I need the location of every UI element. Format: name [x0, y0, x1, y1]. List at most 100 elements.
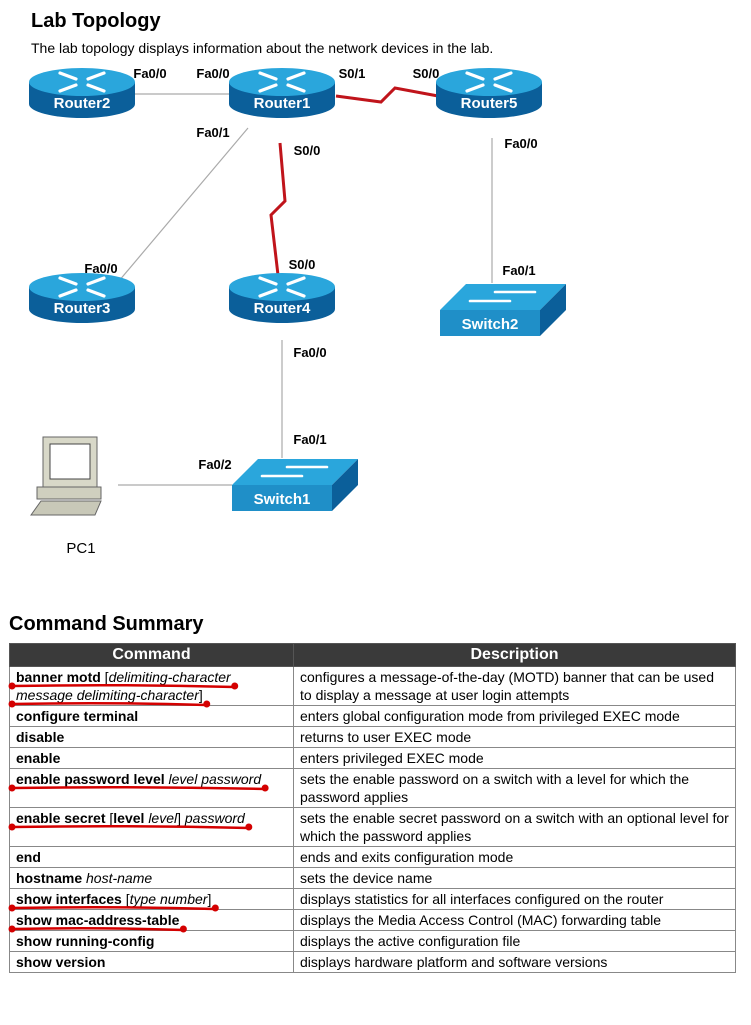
description-cell: displays the Media Access Control (MAC) … — [293, 909, 736, 931]
router-r4-icon: Router4 — [229, 273, 335, 323]
table-row: disable returns to user EXEC mode — [9, 726, 736, 748]
router-r3-icon: Router3 — [29, 273, 135, 323]
interface-label-s1: Fa0/1 — [293, 432, 326, 447]
description-cell: enters privileged EXEC mode — [293, 747, 736, 769]
router-r1-icon: Router1 — [229, 68, 335, 118]
description-cell: configures a message-of-the-day (MOTD) b… — [293, 666, 736, 706]
command-text: enable password level — [16, 771, 165, 787]
table-row: configure terminal enters global configur… — [9, 705, 736, 727]
pc-pc1-icon: PC1 — [30, 436, 102, 557]
switch-s1-icon: Switch1 — [232, 459, 358, 511]
command-text: level — [148, 810, 178, 826]
command-cell: show mac-address-table — [9, 909, 294, 931]
description-column-header: Description — [293, 643, 736, 667]
router-r2-icon: Router2 — [29, 68, 135, 118]
command-text: [ — [105, 810, 114, 826]
command-text: delimiting-character message delimiting-… — [16, 669, 231, 703]
command-text: host-name — [86, 870, 153, 886]
command-text: ] — [198, 687, 203, 703]
command-cell: enable — [9, 747, 294, 769]
interface-label-r2: Fa0/0 — [133, 66, 166, 81]
command-text: banner motd — [16, 669, 101, 685]
interface-label-r1: Fa0/1 — [196, 125, 229, 140]
interface-label-r3: Fa0/0 — [84, 261, 117, 276]
command-cell: end — [9, 846, 294, 868]
description-cell: displays statistics for all interfaces c… — [293, 888, 736, 910]
serial-link-r1-r5 — [335, 86, 439, 104]
command-text: [ — [121, 891, 130, 907]
command-cell: enable password level level password — [9, 768, 294, 808]
command-text: configure terminal — [16, 708, 139, 724]
command-cell: disable — [9, 726, 294, 748]
command-text: show running-config — [16, 933, 155, 949]
switch-s1-label: Switch1 — [254, 491, 311, 508]
command-cell: show running-config — [9, 930, 294, 952]
table-row: show version displays hardware platform a… — [9, 951, 736, 973]
command-text: level password — [168, 771, 262, 787]
command-cell: configure terminal — [9, 705, 294, 727]
command-text: enable secret — [16, 810, 106, 826]
switch-s2-label: Switch2 — [462, 316, 519, 333]
command-text: ] — [207, 891, 212, 907]
interface-label-r4: Fa0/0 — [293, 345, 326, 360]
router-r2-label: Router2 — [54, 95, 111, 112]
command-text: show mac-address-table — [16, 912, 180, 928]
router-r3-label: Router3 — [54, 300, 111, 317]
command-text: hostname — [16, 870, 83, 886]
switch-s2-icon: Switch2 — [440, 284, 566, 336]
interface-label-r5: Fa0/0 — [504, 136, 537, 151]
interface-label-r1: S0/0 — [294, 143, 321, 158]
description-cell: sets the device name — [293, 867, 736, 889]
command-summary-table: Command Description banner motd [delimit… — [9, 643, 736, 973]
description-cell: returns to user EXEC mode — [293, 726, 736, 748]
command-text: level — [113, 810, 145, 826]
description-cell: sets the enable password on a switch wit… — [293, 768, 736, 808]
page-subtitle: The lab topology displays information ab… — [31, 40, 494, 56]
description-cell: sets the enable secret password on a swi… — [293, 807, 736, 847]
interface-label-s2: Fa0/1 — [502, 263, 535, 278]
interface-label-r1: S0/1 — [339, 66, 366, 81]
interface-label-r1: Fa0/0 — [196, 66, 229, 81]
table-row: show running-config displays the active c… — [9, 930, 736, 952]
table-header-row: Command Description — [9, 643, 736, 667]
router-r5-icon: Router5 — [436, 68, 542, 118]
command-text: show version — [16, 954, 106, 970]
description-cell: ends and exits configuration mode — [293, 846, 736, 868]
command-cell: show version — [9, 951, 294, 973]
command-cell: hostname host-name — [9, 867, 294, 889]
router-r4-label: Router4 — [254, 300, 311, 317]
command-text: [ — [100, 669, 109, 685]
table-row: banner motd [delimiting-character messag… — [9, 666, 736, 706]
command-cell: banner motd [delimiting-character messag… — [9, 666, 294, 706]
table-row: end ends and exits configuration mode — [9, 846, 736, 868]
command-text: enable — [16, 750, 61, 766]
ethernet-link-r1-r3 — [112, 127, 249, 289]
router-r5-label: Router5 — [461, 95, 518, 112]
interface-label-r5: S0/0 — [413, 66, 440, 81]
description-cell: enters global configuration mode from pr… — [293, 705, 736, 727]
serial-link-r1-r4 — [269, 142, 287, 276]
interface-label-r4: S0/0 — [289, 257, 316, 272]
interface-label-s1: Fa0/2 — [198, 457, 231, 472]
command-cell: show interfaces [type number] — [9, 888, 294, 910]
command-column-header: Command — [9, 643, 294, 667]
command-text: password — [184, 810, 245, 826]
router-r1-label: Router1 — [254, 95, 311, 112]
command-cell: enable secret [level level] password — [9, 807, 294, 847]
command-text: ] — [177, 810, 185, 826]
description-cell: displays the active configuration file — [293, 930, 736, 952]
command-text: end — [16, 849, 41, 865]
command-text: disable — [16, 729, 65, 745]
table-row: show interfaces [type number]displays st… — [9, 888, 736, 910]
pc-pc1-label: PC1 — [66, 540, 95, 557]
page-title: Lab Topology — [31, 10, 161, 32]
table-row: show mac-address-table displays the Media… — [9, 909, 736, 931]
command-text: type number — [129, 891, 208, 907]
table-row: enable enters privileged EXEC mode — [9, 747, 736, 769]
description-cell: displays hardware platform and software … — [293, 951, 736, 973]
command-summary-title: Command Summary — [9, 613, 204, 635]
